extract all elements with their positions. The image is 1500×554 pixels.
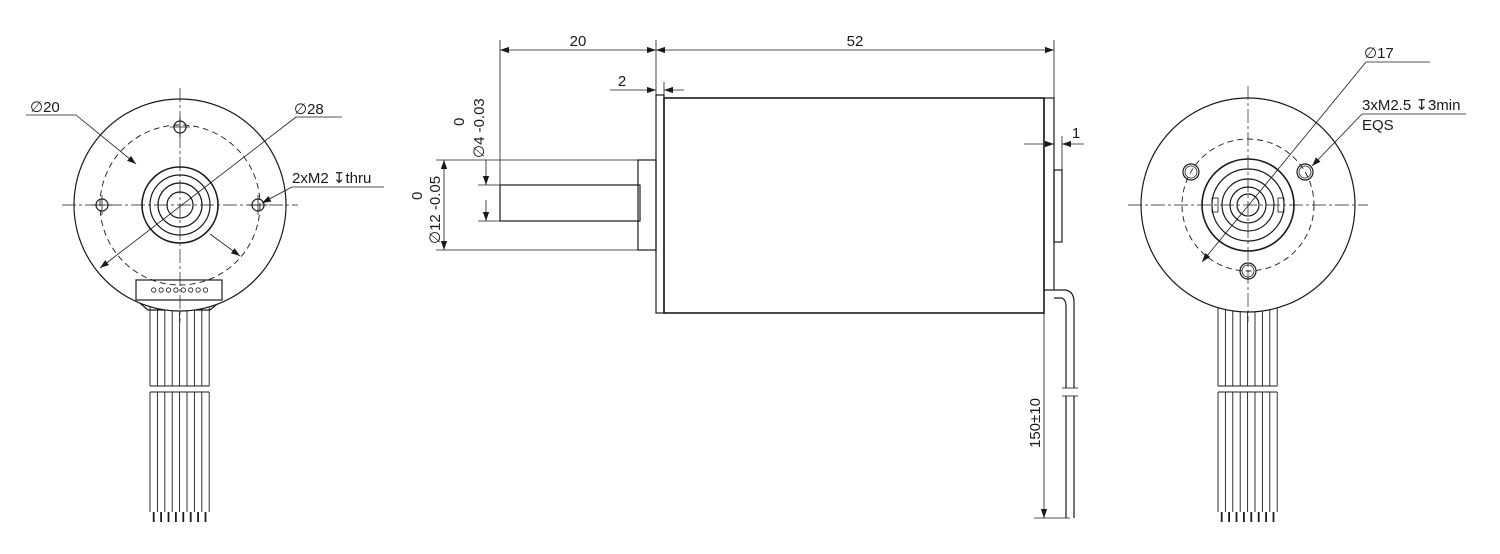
front-cable bbox=[135, 288, 223, 522]
rear-mount-hole-bottom bbox=[1239, 262, 1257, 280]
front-mount-hole-right bbox=[248, 195, 268, 215]
connector-pin bbox=[195, 287, 201, 293]
rear-spacing-label: EQS bbox=[1362, 117, 1394, 134]
front-mount-hole-left bbox=[92, 195, 112, 215]
front-connector bbox=[135, 279, 223, 301]
rear-step-label: 1 bbox=[1072, 125, 1080, 142]
side-cable-outer bbox=[1054, 289, 1075, 518]
rear-holes-spec: 3xM2.5 bbox=[1362, 97, 1411, 114]
side-shaft bbox=[499, 184, 641, 222]
boss-diameter-upper-label: 0 bbox=[409, 192, 426, 200]
side-flange bbox=[655, 94, 665, 314]
connector-pin bbox=[202, 287, 209, 293]
flange-thickness-label: 2 bbox=[618, 73, 626, 90]
connector-pin bbox=[165, 287, 172, 293]
connector-pin bbox=[151, 287, 157, 293]
rear-holes-label: 3xM2.5 ↧3min bbox=[1362, 97, 1460, 114]
connector-pin bbox=[188, 287, 194, 293]
rear-mount-hole-upper-left bbox=[1182, 163, 1200, 181]
side-boss bbox=[637, 159, 657, 251]
boss-diameter-label: ∅12 -0.05 bbox=[427, 176, 444, 244]
rear-mount-hole-upper-right bbox=[1296, 163, 1314, 181]
side-body bbox=[663, 97, 1045, 314]
side-rear-cap bbox=[1043, 97, 1055, 291]
connector-pin bbox=[180, 287, 186, 293]
front-holes-label: 2xM2 ↧thru bbox=[292, 170, 371, 187]
side-view: 20 52 2 1 ∅4 -0.03 0 ∅12 -0.05 0 150±10 bbox=[409, 33, 1084, 519]
front-holes-spec: 2xM2 bbox=[292, 170, 329, 187]
shaft-diameter-upper-label: 0 bbox=[451, 118, 468, 126]
depth-symbol-icon: ↧ bbox=[1415, 97, 1428, 114]
rear-holes-depth: 3min bbox=[1428, 97, 1461, 114]
side-rear-boss bbox=[1053, 169, 1063, 243]
front-outer-diameter-label: ∅28 bbox=[294, 101, 324, 118]
rear-view: ∅17 3xM2.5 ↧3min EQS bbox=[1128, 45, 1466, 522]
front-holes-depth: thru bbox=[345, 170, 371, 187]
shaft-diameter-label: ∅4 -0.03 bbox=[471, 98, 488, 158]
rear-cable bbox=[1217, 300, 1278, 522]
depth-symbol-icon: ↧ bbox=[333, 170, 346, 187]
connector-pin bbox=[158, 287, 164, 293]
side-cable-inner bbox=[1054, 297, 1067, 518]
front-view: ∅20 ∅28 2xM2 ↧thru bbox=[26, 88, 384, 522]
cable-length-label: 150±10 bbox=[1027, 398, 1044, 448]
connector-pin bbox=[173, 287, 179, 293]
shaft-length-label: 20 bbox=[570, 33, 587, 50]
front-mount-hole-top bbox=[170, 117, 190, 137]
body-length-label: 52 bbox=[847, 33, 864, 50]
front-inner-diameter-label: ∅20 bbox=[30, 99, 60, 116]
rear-diameter-label: ∅17 bbox=[1364, 45, 1394, 62]
